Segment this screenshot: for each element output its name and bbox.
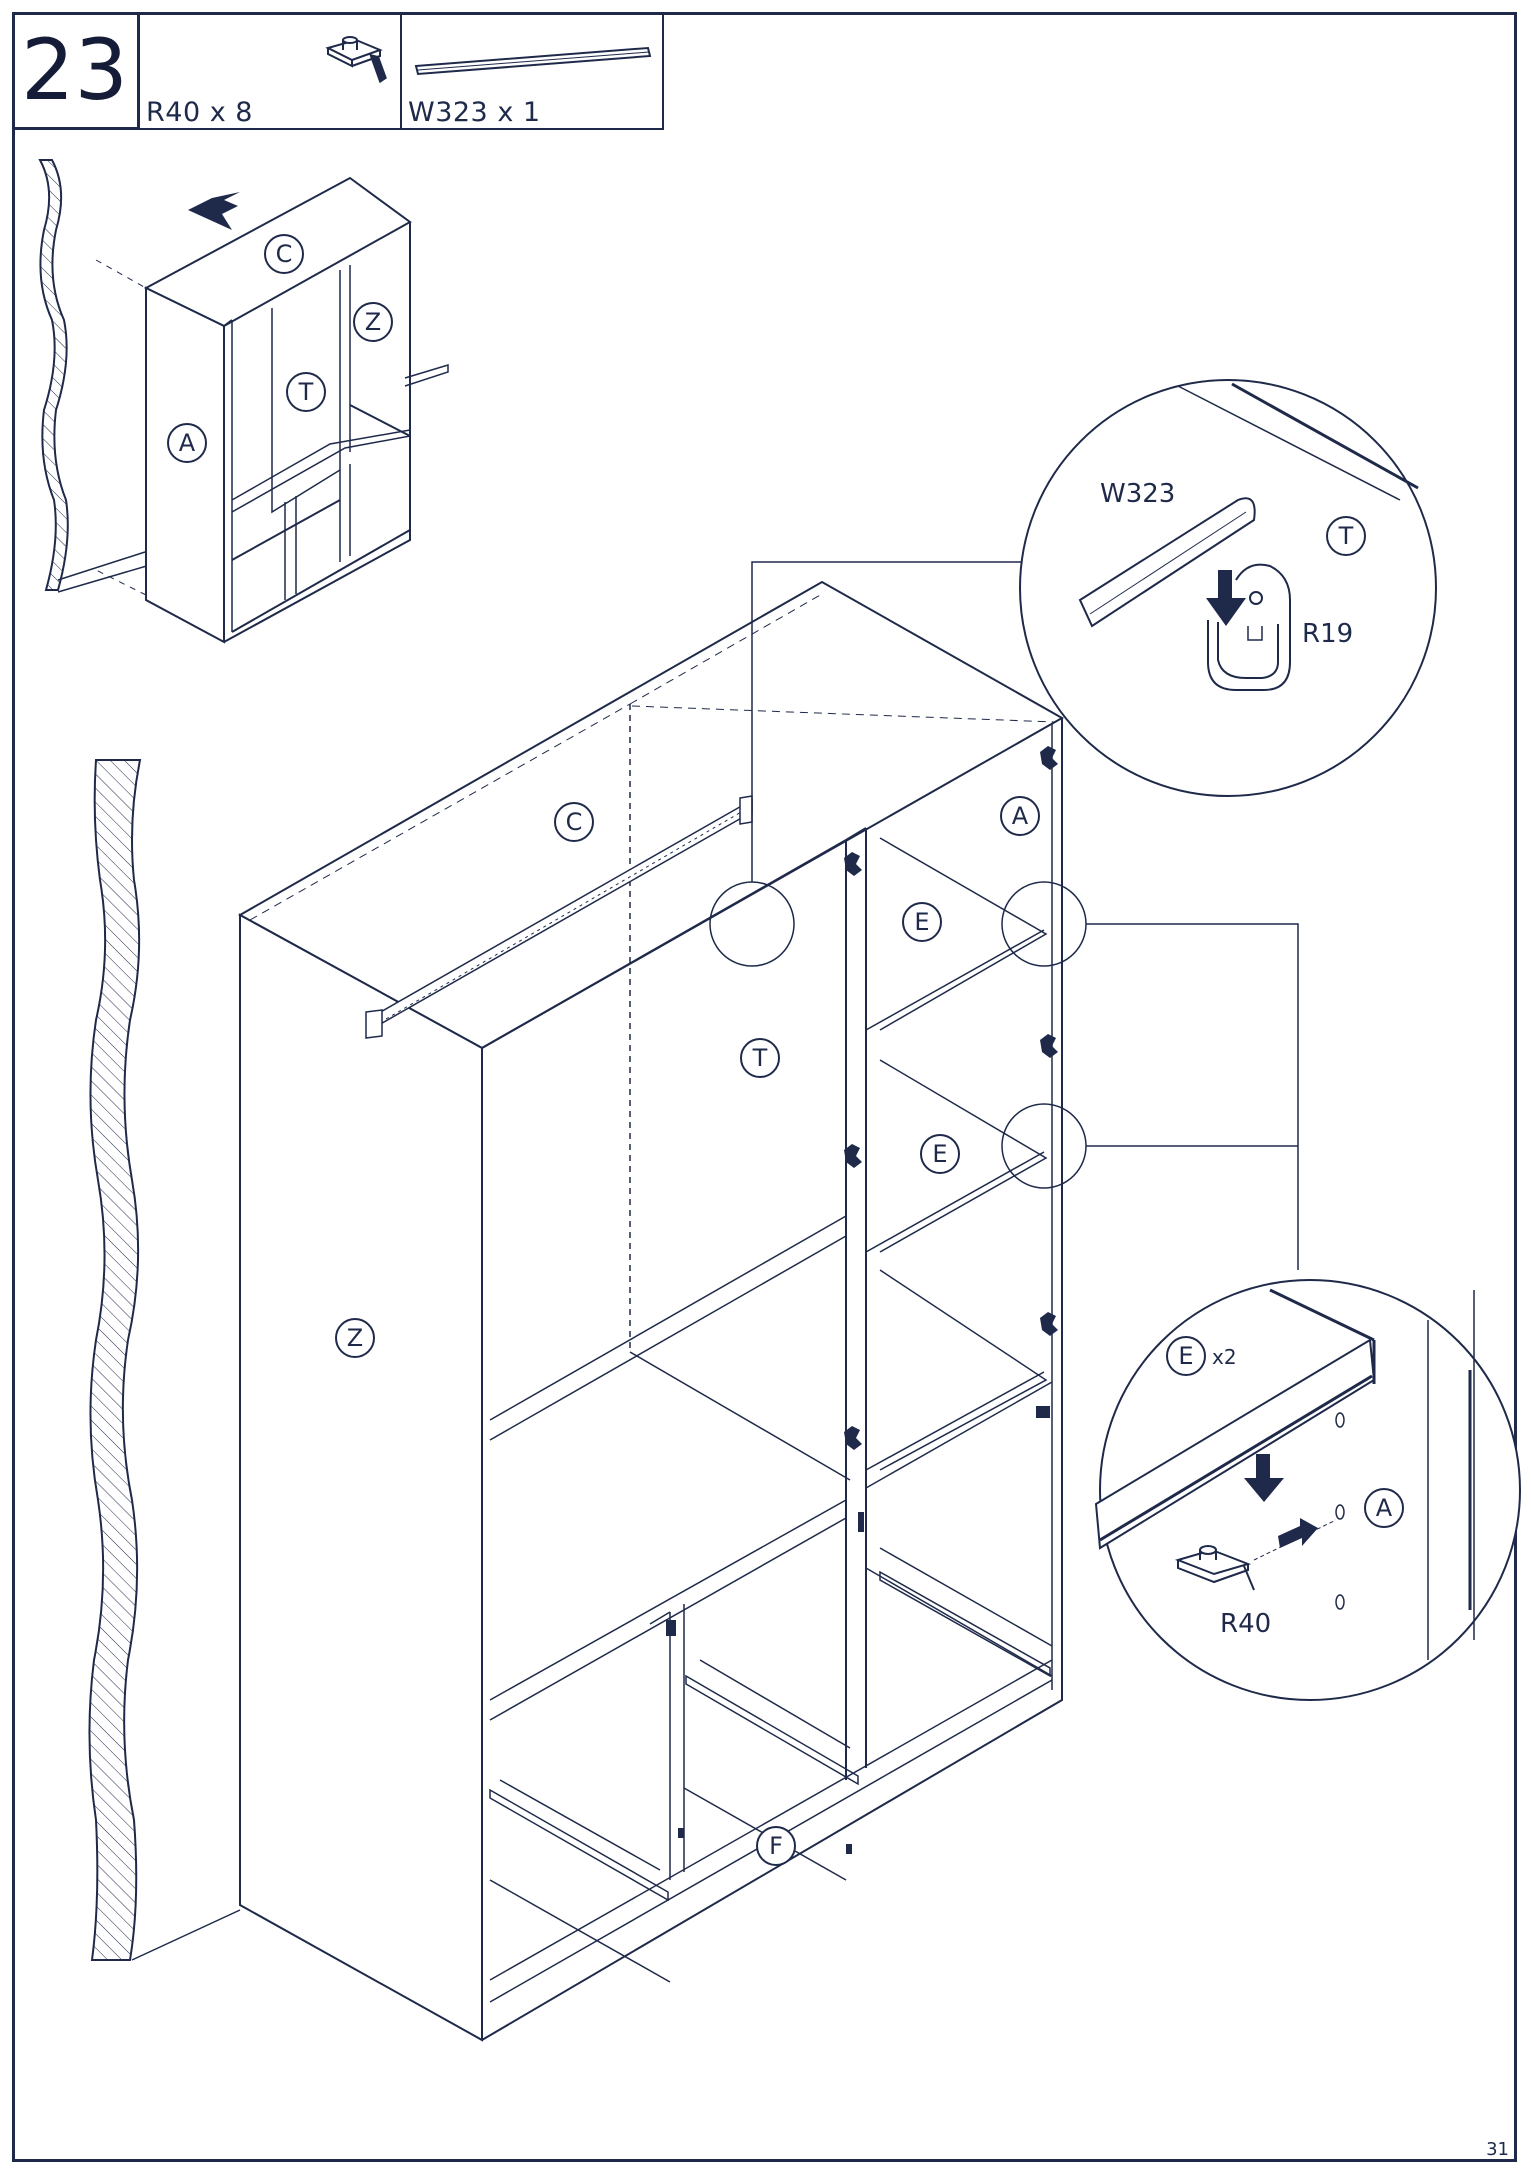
wardrobe-main xyxy=(88,561,1299,2042)
main-label-e-lower: E xyxy=(932,1140,947,1168)
detail-side-panel-label: A xyxy=(1376,1494,1393,1522)
part-r40-label: R40 x 8 xyxy=(146,97,253,128)
overview-label-t: T xyxy=(298,378,314,406)
part-w323-box: W323 x 1 xyxy=(402,12,664,130)
main-labels: C A E T E Z F xyxy=(335,796,1040,1866)
detail-rail-bracket xyxy=(1019,379,1437,797)
main-wall xyxy=(88,759,142,1961)
detail-marker-shelf-upper xyxy=(1001,881,1087,967)
page-number: 31 xyxy=(1486,2139,1509,2160)
detail-support-code: R40 xyxy=(1220,1609,1271,1639)
detail-rail-down-arrow-icon xyxy=(1206,570,1246,626)
detail-shelf-support xyxy=(1094,1279,1521,1701)
detail-marker-shelf-lower xyxy=(1001,1103,1087,1189)
main-label-t: T xyxy=(752,1044,768,1072)
shelf-support-icon xyxy=(325,36,387,84)
clothes-rail-icon xyxy=(414,46,652,76)
step-header: 23 R40 x 8 W323 x 1 xyxy=(12,12,664,130)
main-label-e-upper: E xyxy=(914,908,929,936)
part-r40-box: R40 x 8 xyxy=(140,12,402,130)
detail-shelf-label: E xyxy=(1178,1342,1193,1370)
detail-shelf-multiplier: x2 xyxy=(1212,1345,1237,1369)
main-label-f: F xyxy=(769,1832,783,1860)
detail-bracket-code: R19 xyxy=(1302,619,1353,649)
overview-push-arrow-icon xyxy=(188,192,240,230)
overview-labels: C Z T A xyxy=(167,234,393,463)
main-label-z: Z xyxy=(347,1324,363,1352)
detail-support-push-arrow-icon xyxy=(1278,1518,1318,1548)
overview-label-a: A xyxy=(179,429,196,457)
page-frame xyxy=(12,12,1517,2162)
overview-label-c: C xyxy=(276,240,293,268)
main-label-a: A xyxy=(1012,802,1029,830)
step-number: 23 xyxy=(12,12,140,130)
main-label-c: C xyxy=(566,808,583,836)
overview-view xyxy=(38,159,449,644)
detail-rail-code: W323 xyxy=(1100,479,1175,509)
part-w323-label: W323 x 1 xyxy=(408,97,541,128)
overview-wall xyxy=(38,159,69,591)
detail-rail-panel-label: T xyxy=(1338,522,1354,550)
overview-label-z: Z xyxy=(365,308,381,336)
detail-shelf-down-arrow-icon xyxy=(1244,1454,1284,1502)
